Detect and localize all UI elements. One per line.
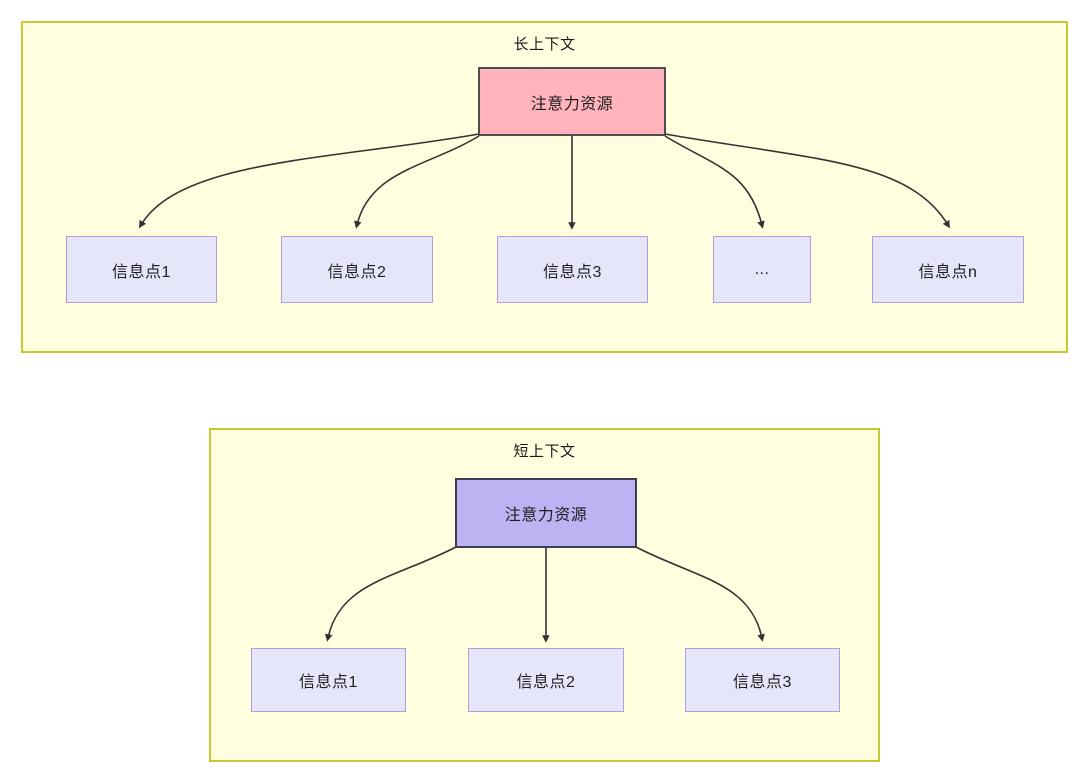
node-info-point-1-short-label: 信息点1 xyxy=(299,674,358,691)
panel-long-context-title: 长上下文 xyxy=(513,36,576,53)
node-info-point-2-long[interactable]: 信息点2 xyxy=(281,236,433,303)
node-info-point-n-long-label: 信息点n xyxy=(918,263,978,281)
node-info-point-2-short-label: 信息点2 xyxy=(516,674,576,691)
node-info-point-1-long-label: 信息点1 xyxy=(112,263,171,281)
node-attention-resource-long-label: 注意力资源 xyxy=(530,95,614,113)
node-info-point-1-short[interactable]: 信息点1 xyxy=(251,648,406,712)
node-info-point-3-short[interactable]: 信息点3 xyxy=(685,648,840,712)
node-info-point-ellipsis-long-label: ... xyxy=(754,260,770,278)
node-attention-resource-long[interactable]: 注意力资源 xyxy=(478,67,666,136)
node-info-point-2-long-label: 信息点2 xyxy=(327,263,387,281)
node-info-point-ellipsis-long[interactable]: ... xyxy=(713,236,811,303)
node-attention-resource-short-label: 注意力资源 xyxy=(504,507,588,524)
node-info-point-2-short[interactable]: 信息点2 xyxy=(468,648,624,712)
node-info-point-3-short-label: 信息点3 xyxy=(733,674,792,691)
node-info-point-1-long[interactable]: 信息点1 xyxy=(66,236,217,303)
node-info-point-3-long[interactable]: 信息点3 xyxy=(497,236,648,303)
panel-short-context-title: 短上下文 xyxy=(513,443,576,460)
node-attention-resource-short[interactable]: 注意力资源 xyxy=(455,478,637,548)
node-info-point-n-long[interactable]: 信息点n xyxy=(872,236,1024,303)
node-info-point-3-long-label: 信息点3 xyxy=(543,263,602,281)
